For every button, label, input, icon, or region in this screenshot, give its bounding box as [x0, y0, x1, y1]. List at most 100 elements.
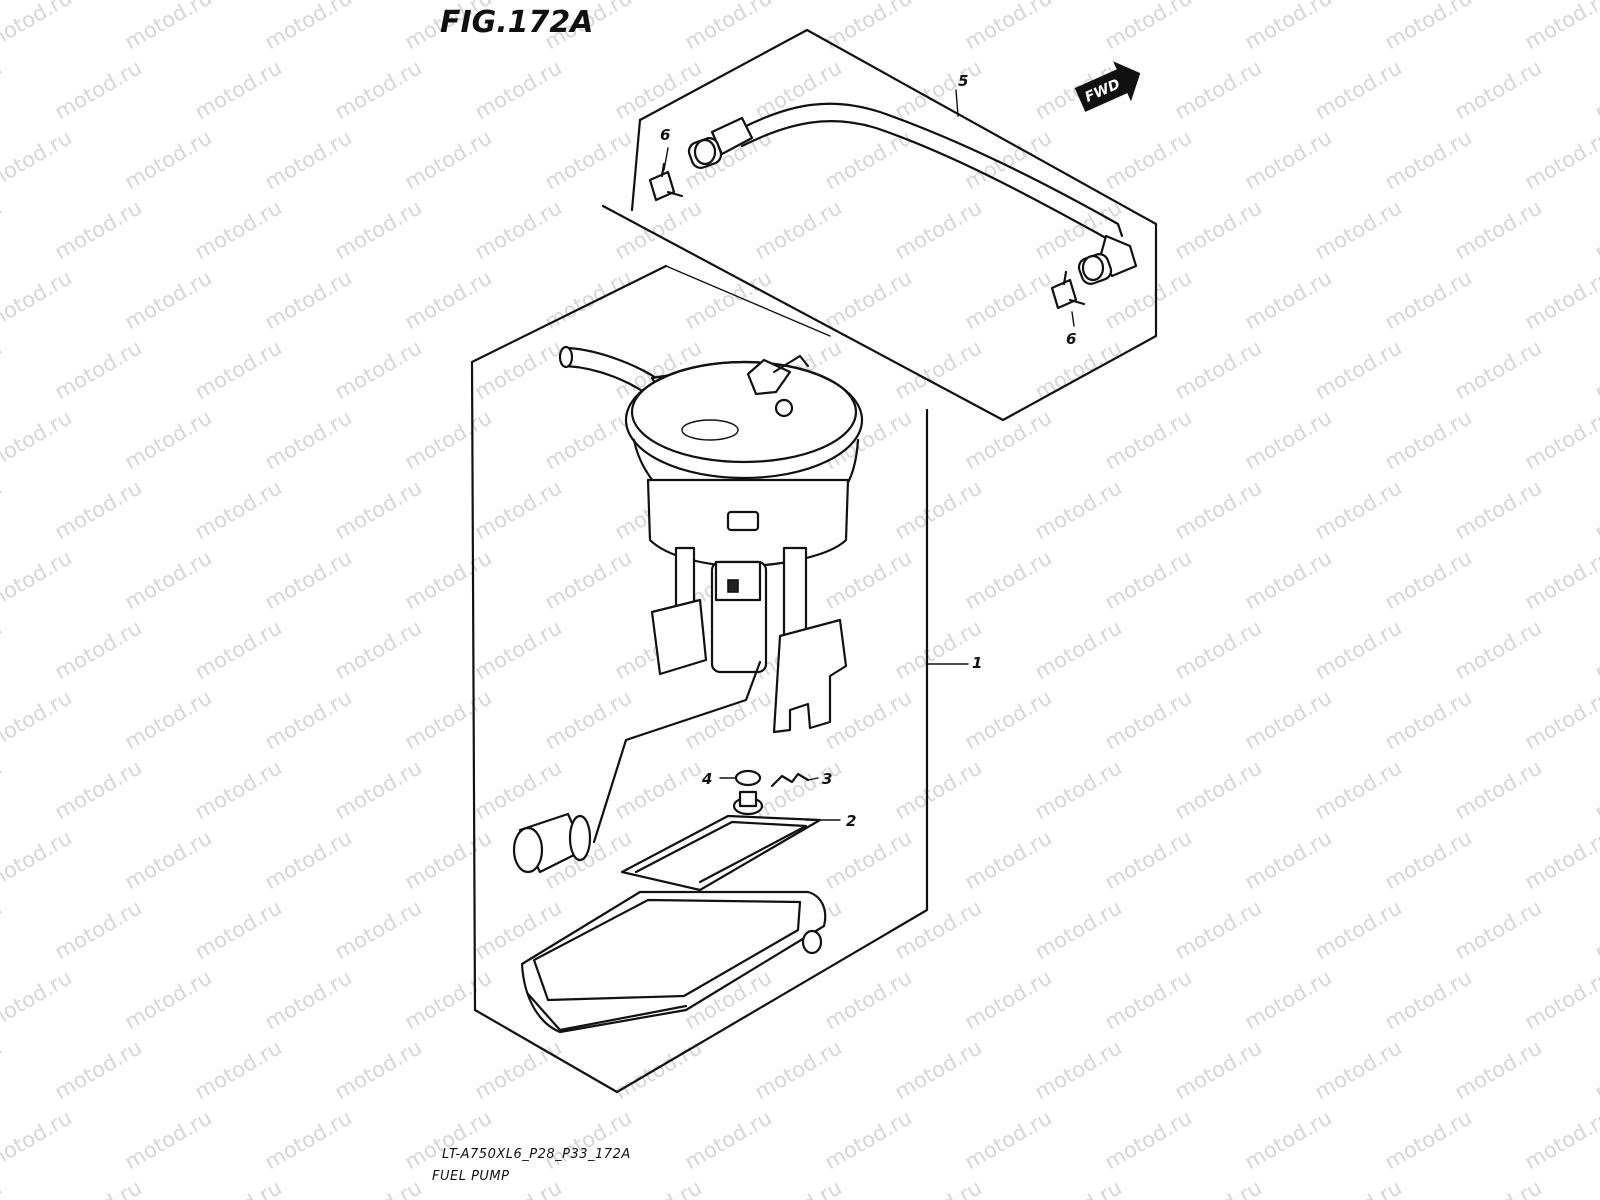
watermark-text: motod.ru	[1031, 1175, 1126, 1200]
watermark-text: motod.ru	[261, 405, 356, 474]
watermark-text: motod.ru	[191, 1035, 286, 1104]
watermark-text: motod.ru	[1171, 195, 1266, 264]
watermark-text: motod.ru	[1591, 895, 1600, 964]
filter-clip	[770, 772, 810, 788]
watermark-text: motod.ru	[1171, 1175, 1266, 1200]
watermark-text: motod.ru	[401, 965, 496, 1034]
watermark-text: motod.ru	[961, 825, 1056, 894]
watermark-text: motod.ru	[0, 265, 76, 334]
watermark-text: motod.ru	[261, 965, 356, 1034]
watermark-text: motod.ru	[1311, 895, 1406, 964]
watermark-text: motod.ru	[261, 265, 356, 334]
watermark-text: motod.ru	[51, 1035, 146, 1104]
watermark-text: motod.ru	[821, 265, 916, 334]
watermark-text: motod.ru	[121, 685, 216, 754]
watermark-text: motod.ru	[961, 405, 1056, 474]
watermark-text: motod.ru	[541, 1105, 636, 1174]
watermark-text: motod.ru	[1521, 1105, 1600, 1174]
watermark-text: motod.ru	[471, 55, 566, 124]
watermark-text: motod.ru	[821, 545, 916, 614]
watermark-text: motod.ru	[1311, 335, 1406, 404]
watermark-text: motod.ru	[51, 335, 146, 404]
watermark-text: motod.ru	[1171, 755, 1266, 824]
callout-part-4: 4	[701, 770, 712, 788]
watermark-text: motod.ru	[1381, 965, 1476, 1034]
callout-part-1: 1	[972, 654, 982, 672]
watermark-text: motod.ru	[1451, 335, 1546, 404]
watermark-text: motod.ru	[1451, 615, 1546, 684]
watermark-text: motod.ru	[1171, 1035, 1266, 1104]
watermark-text: motod.ru	[191, 1175, 286, 1200]
watermark-text: motod.ru	[1451, 1175, 1546, 1200]
watermark-text: motod.ru	[191, 615, 286, 684]
watermark-text: motod.ru	[401, 265, 496, 334]
watermark-text: motod.ru	[1101, 1105, 1196, 1174]
watermark-text: motod.ru	[121, 0, 216, 54]
watermark-text: motod.ru	[681, 1105, 776, 1174]
watermark-text: motod.ru	[961, 685, 1056, 754]
watermark-text: motod.ru	[1521, 825, 1600, 894]
watermark-text: motod.ru	[1591, 1175, 1600, 1200]
watermark-text: motod.ru	[1381, 545, 1476, 614]
watermark-text: motod.ru	[401, 545, 496, 614]
watermark-text: motod.ru	[1241, 265, 1336, 334]
watermark-text: motod.ru	[0, 55, 6, 124]
watermark-text: motod.ru	[1171, 475, 1266, 544]
watermark-text: motod.ru	[891, 55, 986, 124]
watermark-text: motod.ru	[1031, 615, 1126, 684]
watermark-text: motod.ru	[961, 965, 1056, 1034]
watermark-text: motod.ru	[541, 405, 636, 474]
watermark-text: motod.ru	[1101, 685, 1196, 754]
watermark-text: motod.ru	[1381, 405, 1476, 474]
watermark-text: motod.ru	[0, 0, 76, 54]
pump-group-panel	[470, 264, 929, 1094]
watermark-text: motod.ru	[401, 825, 496, 894]
watermark-text: motod.ru	[961, 265, 1056, 334]
watermark-text: motod.ru	[821, 965, 916, 1034]
watermark-text: motod.ru	[1241, 125, 1336, 194]
watermark-text: motod.ru	[51, 895, 146, 964]
watermark-text: motod.ru	[611, 55, 706, 124]
watermark-text: motod.ru	[1311, 475, 1406, 544]
watermark-text: motod.ru	[261, 685, 356, 754]
watermark-text: motod.ru	[1101, 125, 1196, 194]
watermark-text: motod.ru	[261, 125, 356, 194]
watermark-text: motod.ru	[191, 55, 286, 124]
watermark-text: motod.ru	[611, 1035, 706, 1104]
watermark-text: motod.ru	[1241, 0, 1336, 54]
leader-lines	[719, 89, 969, 821]
watermark-text: motod.ru	[1171, 895, 1266, 964]
watermark-text: motod.ru	[0, 195, 6, 264]
watermark-text: motod.ru	[821, 825, 916, 894]
watermark-text: motod.ru	[331, 1175, 426, 1200]
watermark-text: motod.ru	[1381, 825, 1476, 894]
watermark-text: motod.ru	[331, 475, 426, 544]
watermark-text: motod.ru	[51, 475, 146, 544]
watermark-text: motod.ru	[121, 1105, 216, 1174]
watermark-text: motod.ru	[51, 1175, 146, 1200]
watermark-text: motod.ru	[1171, 615, 1266, 684]
watermark-text: motod.ru	[1101, 965, 1196, 1034]
diagram-caption: FUEL PUMP	[432, 1169, 510, 1184]
watermark-text: motod.ru	[1591, 335, 1600, 404]
watermark-text: motod.ru	[1381, 0, 1476, 54]
watermark-text: motod.ru	[961, 1105, 1056, 1174]
watermark-text: motod.ru	[681, 0, 776, 54]
watermark-text: motod.ru	[1311, 55, 1406, 124]
watermark-text: motod.ru	[1451, 475, 1546, 544]
watermark-text: motod.ru	[0, 475, 6, 544]
watermark-text: motod.ru	[0, 685, 76, 754]
watermark-text: motod.ru	[0, 335, 6, 404]
watermark-text: motod.ru	[471, 755, 566, 824]
fuel-pump-body	[646, 478, 850, 734]
watermark-text: motod.ru	[471, 195, 566, 264]
callout-part-2: 2	[846, 812, 856, 830]
watermark-text: motod.ru	[331, 335, 426, 404]
watermark-text: motod.ru	[1311, 615, 1406, 684]
watermark-text: motod.ru	[891, 615, 986, 684]
watermark-text: motod.ru	[121, 965, 216, 1034]
watermark-text: motod.ru	[681, 685, 776, 754]
watermark-text: motod.ru	[1241, 1105, 1336, 1174]
figure-title: FIG.172A	[440, 5, 594, 40]
watermark-text: motod.ru	[1241, 405, 1336, 474]
